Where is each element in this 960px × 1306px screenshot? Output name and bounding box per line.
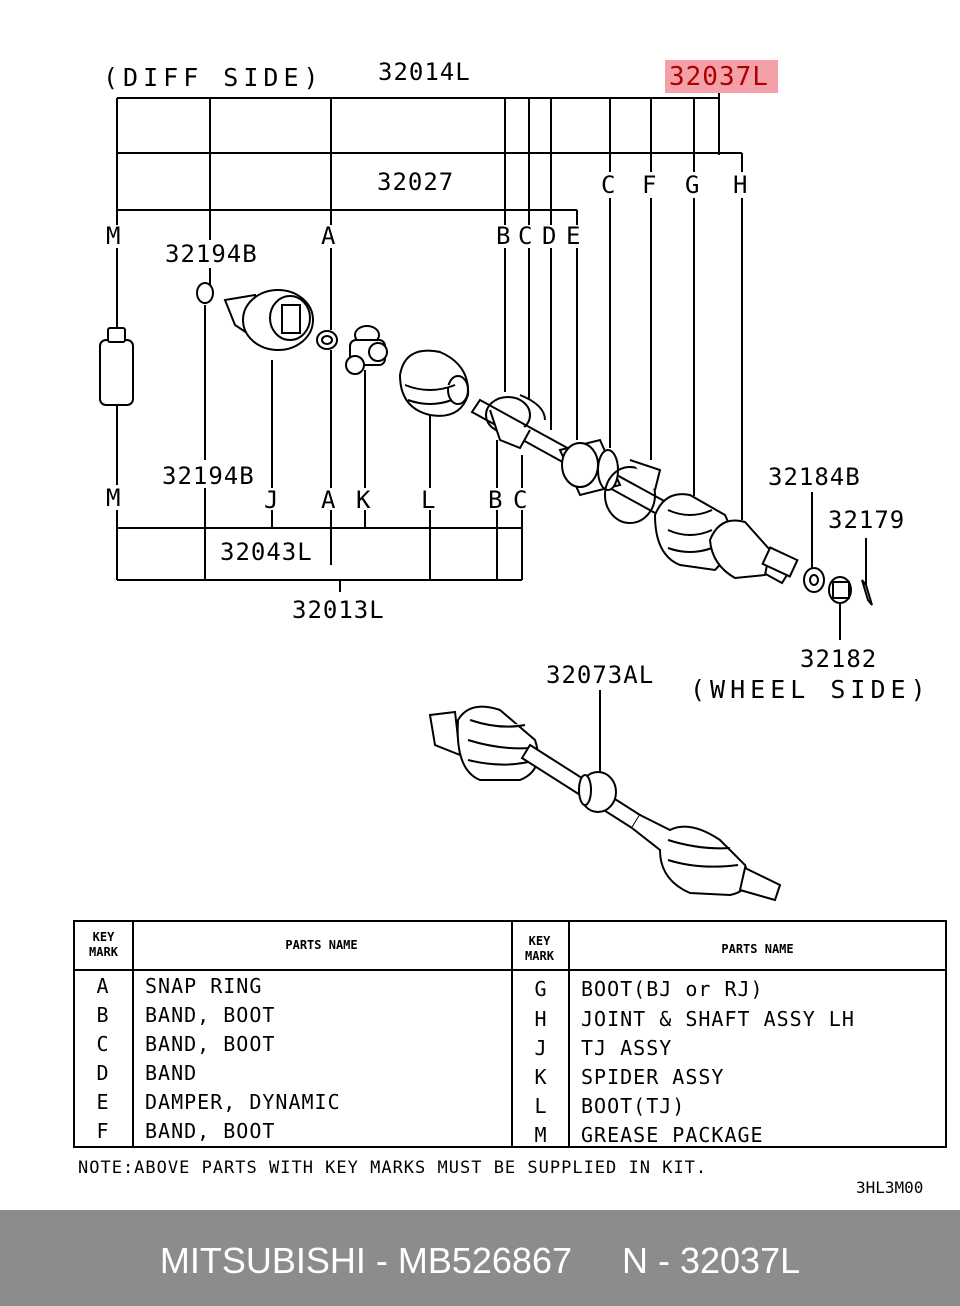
key-mark-K-bottom: K [356, 486, 371, 514]
part-32027: 32027 [377, 168, 454, 196]
part-32179: 32179 [828, 506, 905, 534]
part-name: BOOT(BJ or RJ) [581, 977, 764, 1001]
key-mark-F-upper: F [642, 171, 656, 199]
key-mark-B-top: B [496, 222, 510, 250]
part-name: BAND, BOOT [145, 1032, 276, 1056]
diagram-svg: (DIFF SIDE) 32014L 32027 32194B 32194B 3… [99, 58, 931, 902]
key-mark: J [534, 1036, 548, 1060]
wheel-side-label: (WHEEL SIDE) [690, 675, 931, 704]
drawing-code: 3HL3M00 [856, 1178, 924, 1197]
exploded-parts-diagram: (DIFF SIDE) 32014L 32027 32194B 32194B 3… [99, 58, 931, 902]
table-row: B BAND, BOOT [75, 1001, 511, 1030]
footer-part-info: MITSUBISHI - MB526867 N - 32037L [159, 1240, 801, 1281]
key-mark-C-upper: C [601, 171, 615, 199]
part-32013L: 32013L [292, 596, 385, 624]
key-mark: G [534, 977, 548, 1001]
key-mark-H-upper: H [733, 171, 747, 199]
diff-side-label: (DIFF SIDE) [103, 63, 324, 92]
part-32194B-top: 32194B [165, 240, 258, 268]
key-mark: A [96, 974, 110, 998]
table-row: D BAND [75, 1059, 511, 1088]
table-row: G BOOT(BJ or RJ) [511, 975, 947, 1004]
kit-note: NOTE:ABOVE PARTS WITH KEY MARKS MUST BE … [78, 1158, 708, 1178]
table-divider [132, 922, 134, 1146]
key-mark-J-bottom: J [264, 486, 278, 514]
key-mark: D [96, 1061, 110, 1085]
key-mark-C-bottom: C [513, 486, 527, 514]
part-name: BAND, BOOT [145, 1119, 276, 1143]
key-mark-B-bottom: B [488, 486, 502, 514]
part-32043L: 32043L [220, 538, 313, 566]
part-name: SNAP RING [145, 974, 263, 998]
part-32014L: 32014L [378, 58, 471, 86]
part-name: TJ ASSY [581, 1036, 673, 1060]
key-mark-M-top: M [106, 222, 120, 250]
key-mark-L-bottom: L [421, 486, 435, 514]
key-mark-D-top: D [542, 222, 556, 250]
key-mark: K [534, 1065, 548, 1089]
part-name: BOOT(TJ) [581, 1094, 686, 1118]
key-mark-A-top: A [321, 222, 336, 250]
key-mark-A-bottom: A [321, 486, 336, 514]
header-key-mark-right: KEY MARK [525, 934, 554, 963]
key-mark-G-upper: G [685, 171, 699, 199]
key-mark: M [534, 1123, 548, 1147]
part-32194B-bottom: 32194B [162, 462, 255, 490]
table-row: L BOOT(TJ) [511, 1092, 947, 1121]
part-name: GREASE PACKAGE [581, 1123, 764, 1147]
table-row: J TJ ASSY [511, 1034, 947, 1063]
table-divider [511, 922, 513, 1146]
highlighted-part-label: 32037L [669, 62, 769, 92]
table-row: H JOINT & SHAFT ASSY LH [511, 1005, 947, 1034]
key-mark-C-top: C [518, 222, 532, 250]
table-row: C BAND, BOOT [75, 1030, 511, 1059]
part-32184B: 32184B [768, 463, 861, 491]
grease-package-shape [99, 339, 134, 406]
part-name: SPIDER ASSY [581, 1065, 725, 1089]
key-mark: F [96, 1119, 110, 1143]
footer-bar: MITSUBISHI - MB526867 N - 32037L [0, 1210, 960, 1306]
key-mark: H [534, 1007, 548, 1031]
part-32182: 32182 [800, 645, 877, 673]
table-row: A SNAP RING [75, 972, 511, 1001]
table-row: M GREASE PACKAGE [511, 1121, 947, 1150]
header-parts-name-right: PARTS NAME [721, 942, 794, 956]
table-row: K SPIDER ASSY [511, 1063, 947, 1092]
part-name: DAMPER, DYNAMIC [145, 1090, 341, 1114]
key-mark-M-bottom: M [106, 484, 120, 512]
parts-table: KEY MARK PARTS NAME KEY MARK PARTS NAME … [73, 920, 947, 1148]
key-mark: C [96, 1032, 110, 1056]
table-row: F BAND, BOOT [75, 1117, 511, 1146]
highlighted-part-number[interactable]: 32037L [665, 60, 778, 93]
part-name: BAND [145, 1061, 198, 1085]
parts-drawing [99, 282, 873, 902]
key-mark: B [96, 1003, 110, 1027]
part-name: BAND, BOOT [145, 1003, 276, 1027]
key-mark: E [96, 1090, 110, 1114]
table-row: E DAMPER, DYNAMIC [75, 1088, 511, 1117]
table-header-divider [75, 969, 945, 971]
header-key-mark-left: KEY MARK [89, 930, 118, 959]
header-parts-name-left: PARTS NAME [285, 938, 358, 952]
part-32073AL: 32073AL [546, 661, 654, 689]
table-divider [568, 922, 570, 1146]
key-mark-E-top: E [566, 222, 580, 250]
part-name: JOINT & SHAFT ASSY LH [581, 1007, 855, 1031]
key-mark: L [534, 1094, 548, 1118]
